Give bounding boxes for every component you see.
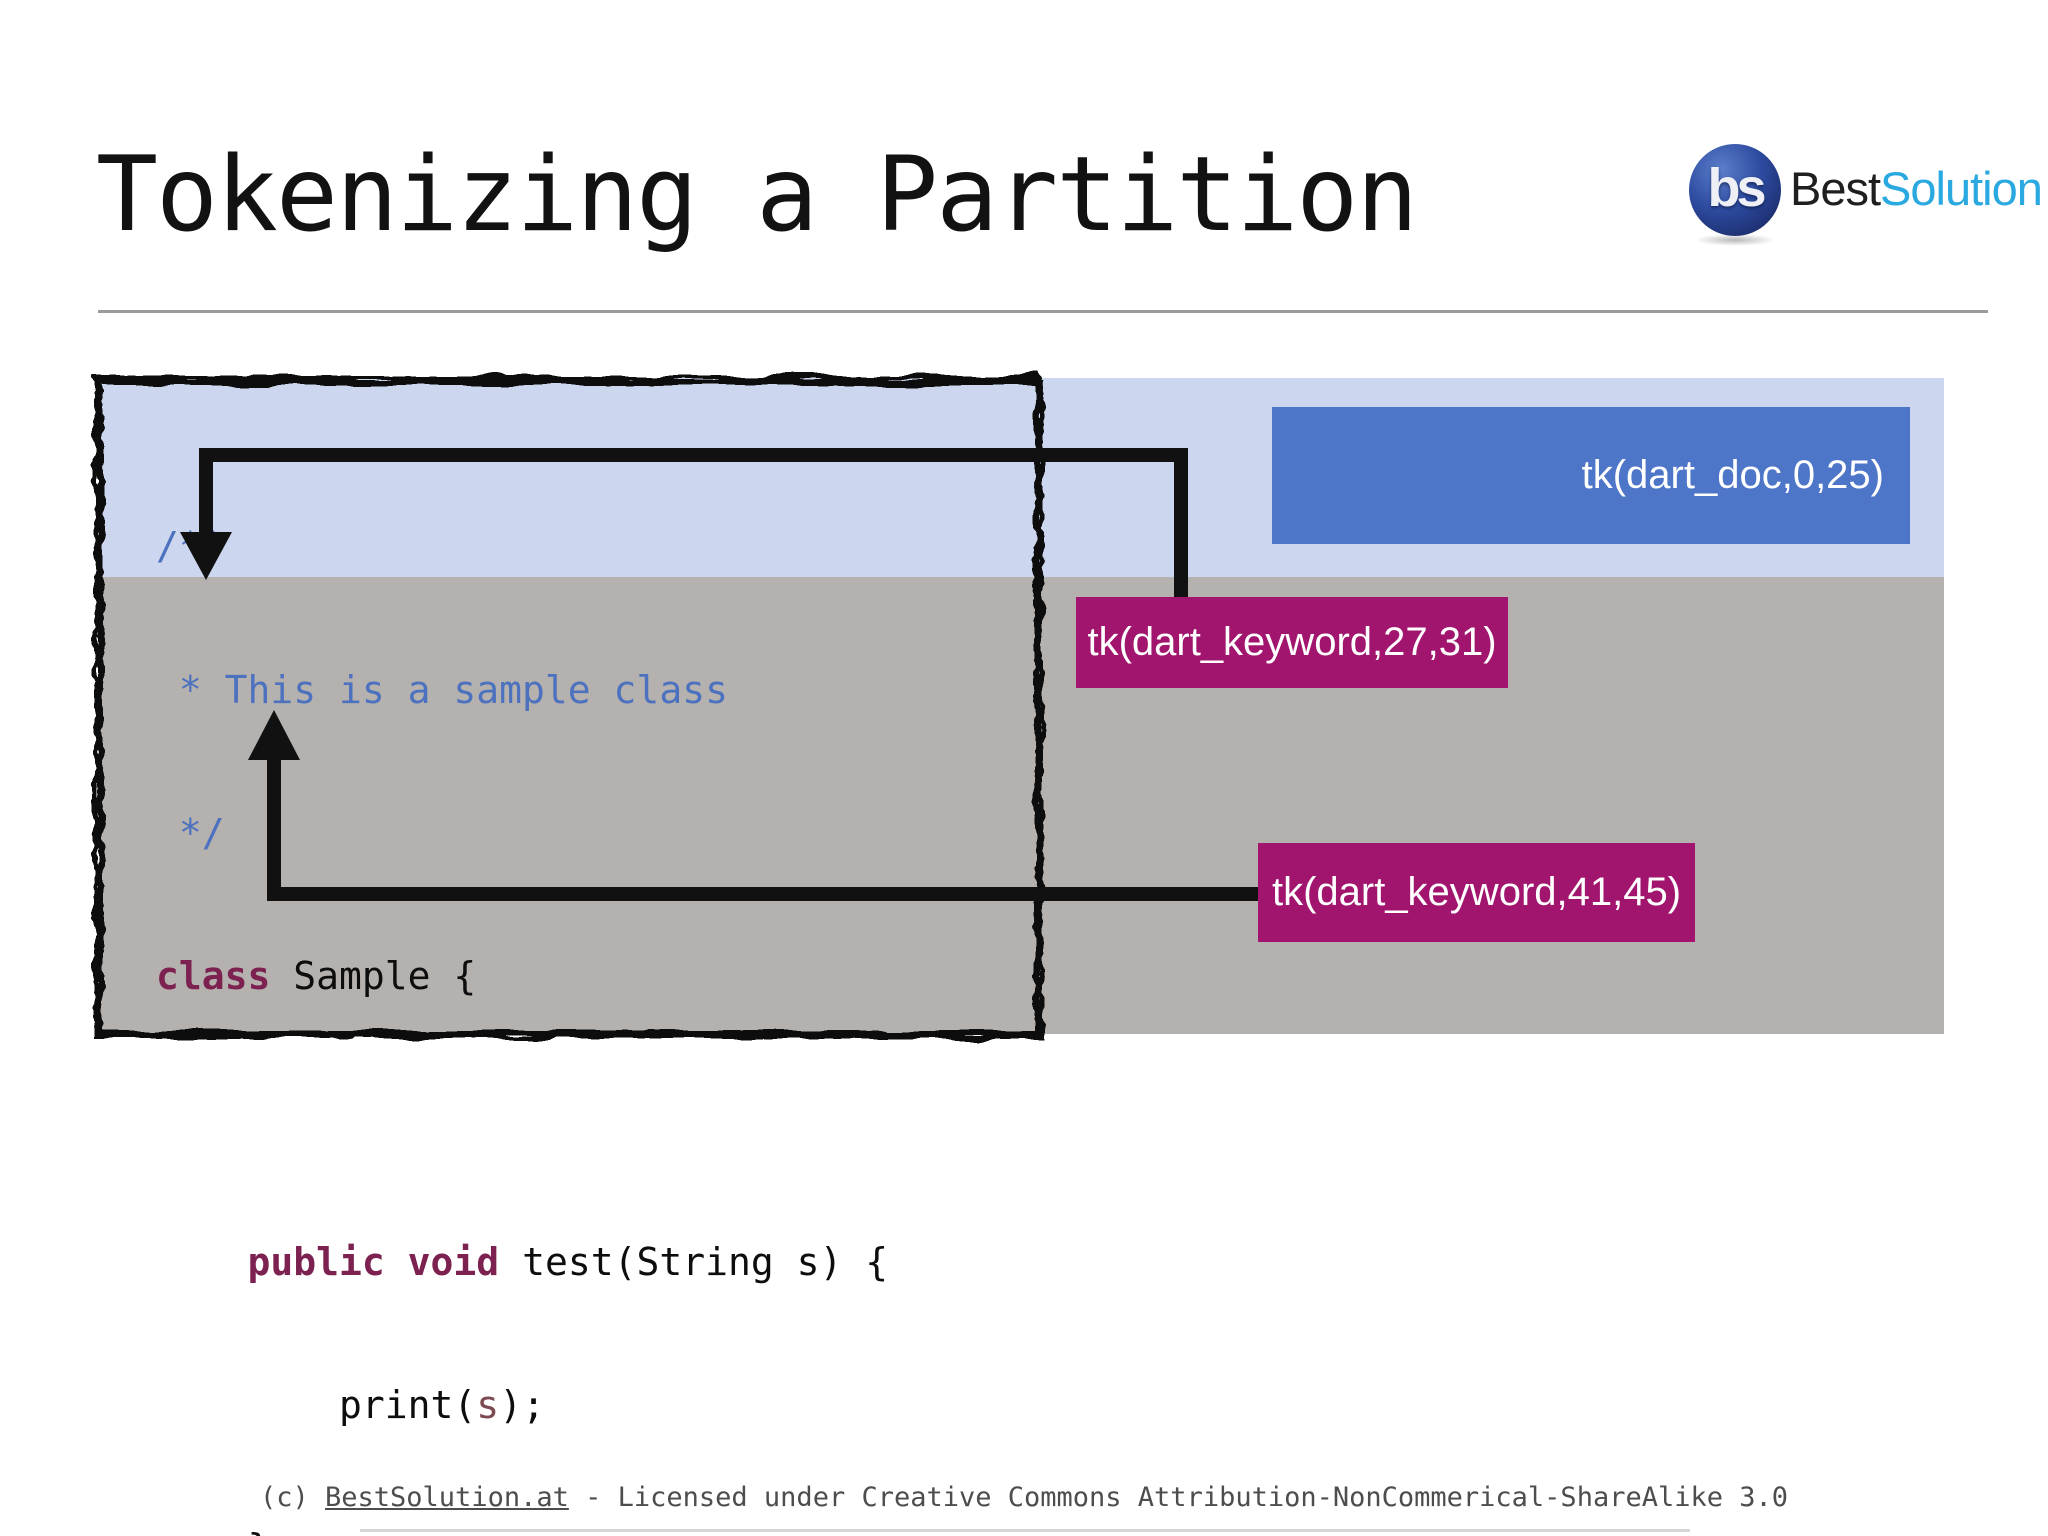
bestsolution-logo-icon: bs xyxy=(1689,144,1781,236)
code-line: */ xyxy=(156,810,225,855)
code-line: } xyxy=(156,1525,888,1536)
code-block: /** * This is a sample class */ class Sa… xyxy=(156,428,888,1536)
token-label-dart-doc-text: tk(dart_doc,0,25) xyxy=(1581,453,1884,497)
token-label-dart-keyword-2-text: tk(dart_keyword,41,45) xyxy=(1271,870,1682,914)
token-label-dart-keyword-1-text: tk(dart_keyword,27,31) xyxy=(1087,620,1497,664)
code-line: print(s); xyxy=(156,1382,545,1427)
page-title: Tokenizing a Partition xyxy=(96,135,1418,255)
code-line xyxy=(156,1096,888,1144)
logo-shadow xyxy=(1694,234,1776,246)
title-divider xyxy=(98,310,1988,313)
token-label-dart-keyword-2: tk(dart_keyword,41,45) xyxy=(1258,843,1695,942)
code-line: class Sample { xyxy=(156,953,477,998)
footer-suffix: - Licensed under Creative Commons Attrib… xyxy=(568,1482,1789,1513)
token-label-dart-keyword-1: tk(dart_keyword,27,31) xyxy=(1076,597,1508,688)
code-line: public void test(String s) { xyxy=(247,1239,889,1284)
footer-link[interactable]: BestSolution.at xyxy=(325,1482,569,1513)
footer-credit: (c) BestSolution.at - Licensed under Cre… xyxy=(0,1482,2048,1513)
logo-brand-best: Best xyxy=(1790,162,1881,215)
footer-prefix: (c) xyxy=(259,1482,326,1513)
code-line: * This is a sample class xyxy=(156,667,728,712)
token-label-dart-doc: tk(dart_doc,0,25) xyxy=(1272,407,1910,544)
code-line: /** xyxy=(156,524,225,569)
logo-brand-solution: Solution xyxy=(1880,162,2043,215)
bestsolution-logo-text: BestSolution xyxy=(1790,161,2043,216)
bottom-artifact-line xyxy=(360,1529,1690,1532)
logo-badge-letters: bs xyxy=(1707,158,1766,218)
